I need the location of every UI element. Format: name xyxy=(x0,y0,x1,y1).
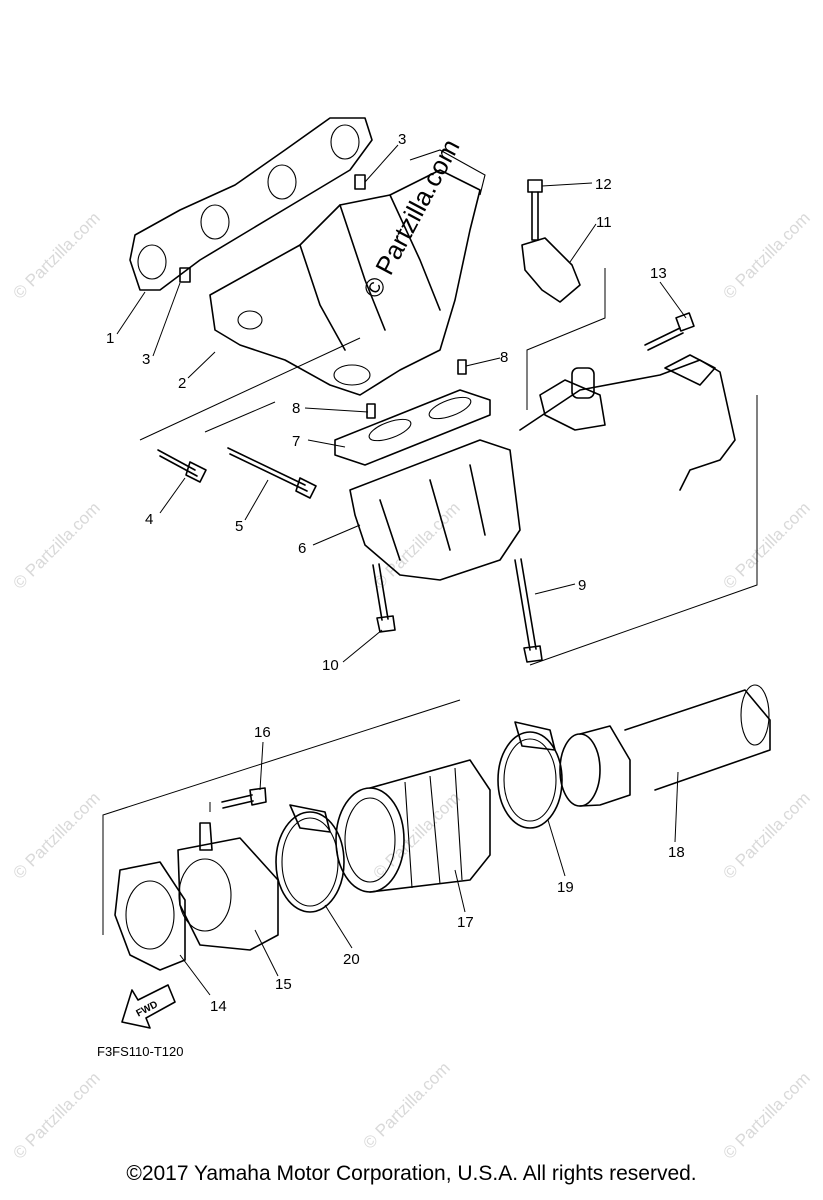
watermark: © Partzilla.com xyxy=(719,788,813,882)
watermark: © Partzilla.com xyxy=(9,208,103,302)
callout-13: 13 xyxy=(650,265,667,282)
part-10-bolt xyxy=(372,563,396,633)
part-12-bolt xyxy=(527,179,543,241)
callout-8: 8 xyxy=(292,400,300,417)
leader-lines xyxy=(116,144,687,996)
callout-9: 9 xyxy=(578,577,586,594)
callout-19: 19 xyxy=(557,879,574,896)
part-18-exhaust-pipe xyxy=(559,684,771,807)
part-5-bolt xyxy=(227,447,317,499)
callout-4: 4 xyxy=(145,511,153,528)
part-1-manifold-gasket xyxy=(129,117,373,291)
watermark: © Partzilla.com xyxy=(719,498,813,592)
callout-10: 10 xyxy=(322,657,339,674)
callout-3: 3 xyxy=(398,131,406,148)
callouts: 1 2 3 3 4 5 6 7 8 8 9 10 11 12 13 14 15 … xyxy=(106,131,685,1015)
callout-6: 6 xyxy=(298,540,306,557)
part-8-dowel-pin xyxy=(366,403,376,419)
watermark: © Partzilla.com xyxy=(719,208,813,302)
callout-8: 8 xyxy=(500,349,508,366)
background-watermarks: © Partzilla.com © Partzilla.com © Partzi… xyxy=(9,208,813,1162)
watermark: © Partzilla.com xyxy=(719,1068,813,1162)
diagram-code: F3FS110-T120 xyxy=(97,1044,184,1059)
callout-7: 7 xyxy=(292,433,300,450)
part-2-exhaust-manifold xyxy=(209,149,486,396)
callout-2: 2 xyxy=(178,375,186,392)
callout-20: 20 xyxy=(343,951,360,968)
watermark: © Partzilla.com xyxy=(9,788,103,882)
part-16-bolt xyxy=(221,787,267,809)
callout-14: 14 xyxy=(210,998,227,1015)
callout-5: 5 xyxy=(235,518,243,535)
callout-17: 17 xyxy=(457,914,474,931)
part-4-bolt xyxy=(157,449,207,483)
part-13-bolt xyxy=(644,312,695,351)
part-3-dowel-pin xyxy=(354,174,366,190)
callout-3: 3 xyxy=(142,351,150,368)
forward-arrow: FWD xyxy=(121,984,176,1029)
callout-18: 18 xyxy=(668,844,685,861)
callout-1: 1 xyxy=(106,330,114,347)
part-3-dowel-pin xyxy=(179,267,191,283)
part-7-gasket xyxy=(334,389,491,466)
part-17-hose xyxy=(335,759,491,893)
callout-12: 12 xyxy=(595,176,612,193)
part-6-exhaust-chamber xyxy=(349,354,736,581)
part-20-clamp xyxy=(275,804,345,913)
part-15-joint xyxy=(177,822,279,951)
callout-15: 15 xyxy=(275,976,292,993)
part-14-gasket xyxy=(114,861,186,971)
part-9-bolt xyxy=(514,558,543,663)
part-8-dowel-pin xyxy=(457,359,467,375)
callout-16: 16 xyxy=(254,724,271,741)
copyright-notice: ©2017 Yamaha Motor Corporation, U.S.A. A… xyxy=(126,1162,697,1185)
part-19-clamp xyxy=(497,721,563,829)
watermark: © Partzilla.com xyxy=(369,788,463,882)
watermark: © Partzilla.com xyxy=(9,498,103,592)
assembly-lines xyxy=(102,268,758,935)
watermark: © Partzilla.com xyxy=(359,1058,453,1152)
part-11-bracket xyxy=(521,237,581,303)
callout-11: 11 xyxy=(596,214,612,231)
watermark: © Partzilla.com xyxy=(9,1068,103,1162)
